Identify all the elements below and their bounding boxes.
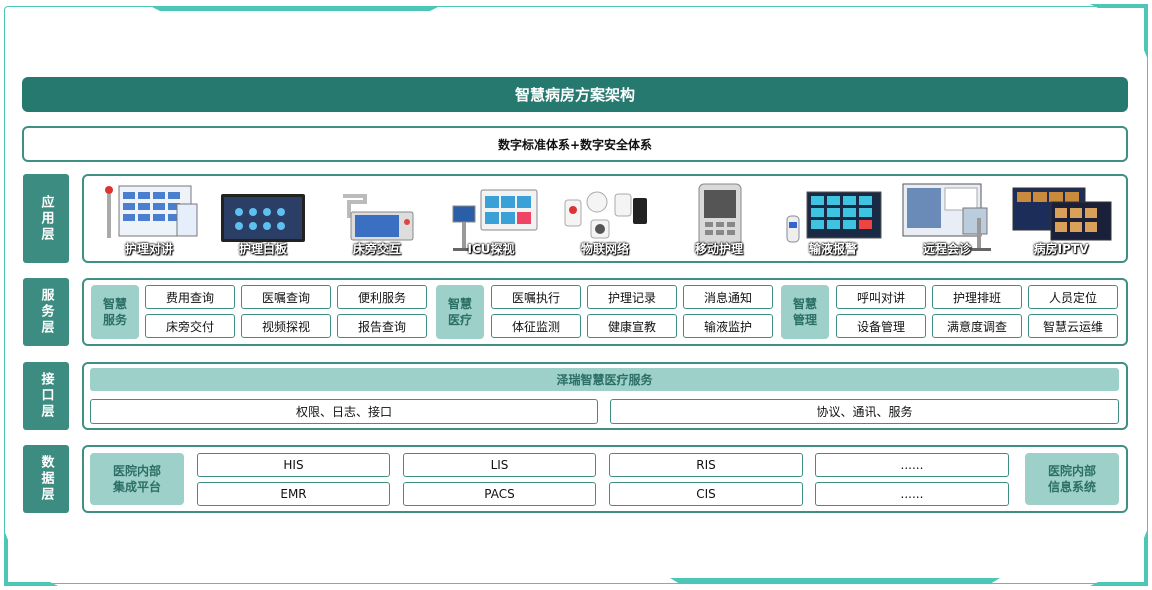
data-system-item[interactable]: ...... [815, 482, 1009, 506]
app-ward-iptv[interactable]: 病房IPTV [1009, 178, 1113, 258]
service-item[interactable]: 费用查询 [145, 285, 235, 309]
data-layer-label: 数据层 [23, 445, 69, 513]
service-item[interactable]: 床旁交付 [145, 314, 235, 338]
service-item[interactable]: 呼叫对讲 [836, 285, 926, 309]
app-label: 移动护理 [694, 242, 743, 256]
infusion-alarm-icon [786, 191, 882, 243]
service-item[interactable]: 消息通知 [683, 285, 773, 309]
standards-bar: 数字标准体系+数字安全体系 [22, 126, 1128, 162]
service-item[interactable]: 体征监测 [491, 314, 581, 338]
app-infusion-alarm[interactable]: 输液报警 [781, 178, 885, 258]
data-system-item[interactable]: CIS [609, 482, 803, 506]
integration-platform-tag: 医院内部集成平台 [90, 453, 184, 505]
service-item[interactable]: 医嘱执行 [491, 285, 581, 309]
iot-devices-icon [564, 191, 647, 239]
app-icu-visit[interactable]: ICU探视 [439, 178, 543, 258]
service-item[interactable]: 输液监护 [683, 314, 773, 338]
remote-consultation-icon [902, 183, 991, 251]
data-system-item[interactable]: ...... [815, 453, 1009, 477]
management-group-tag: 智慧管理 [781, 285, 829, 339]
service-item[interactable]: 满意度调查 [932, 314, 1022, 338]
interface-layer-label: 接口层 [23, 362, 69, 430]
data-layer [82, 445, 1128, 513]
service-item[interactable]: 护理排班 [932, 285, 1022, 309]
app-label: 病房IPTV [1033, 242, 1089, 256]
nursing-whiteboard-icon [221, 194, 305, 242]
information-system-tag: 医院内部信息系统 [1025, 453, 1119, 505]
app-label: 床旁交互 [352, 242, 401, 256]
service-item[interactable]: 人员定位 [1028, 285, 1118, 309]
icu-visit-cart-icon [452, 189, 538, 251]
service-item[interactable]: 护理记录 [587, 285, 677, 309]
interface-protocol-comm[interactable]: 协议、通讯、服务 [610, 399, 1119, 424]
data-system-item[interactable]: HIS [197, 453, 390, 477]
data-system-item[interactable]: LIS [403, 453, 596, 477]
data-system-item[interactable]: PACS [403, 482, 596, 506]
app-label: 护理对讲 [124, 242, 173, 256]
interface-permission-log[interactable]: 权限、日志、接口 [90, 399, 598, 424]
service-item[interactable]: 医嘱查询 [241, 285, 331, 309]
app-bedside[interactable]: 床旁交互 [325, 178, 429, 258]
data-system-item[interactable]: RIS [609, 453, 803, 477]
service-item[interactable]: 健康宣教 [587, 314, 677, 338]
app-label: 远程会诊 [922, 242, 971, 256]
service-item[interactable]: 设备管理 [836, 314, 926, 338]
app-label: 物联网络 [580, 242, 629, 256]
page-title: 智慧病房方案架构 [22, 77, 1128, 112]
bedside-terminal-icon [343, 194, 414, 241]
app-mobile-nursing[interactable]: 移动护理 [667, 178, 771, 258]
interface-layer [82, 362, 1128, 430]
app-nurse-call[interactable]: 护理对讲 [97, 178, 201, 258]
ward-iptv-icon [1012, 187, 1112, 241]
app-layer: 护理对讲 护理白板 床旁交互 [82, 174, 1128, 263]
service-item[interactable]: 报告查询 [337, 314, 427, 338]
medical-group-tag: 智慧医疗 [436, 285, 484, 339]
data-system-item[interactable]: EMR [197, 482, 390, 506]
service-layer [82, 278, 1128, 346]
app-label: 输液报警 [808, 242, 857, 256]
app-label: ICU探视 [467, 242, 515, 256]
app-layer-label: 应用层 [23, 174, 69, 263]
app-remote-consult[interactable]: 远程会诊 [895, 178, 999, 258]
nurse-call-screen-icon [105, 185, 198, 238]
service-item[interactable]: 便利服务 [337, 285, 427, 309]
app-whiteboard[interactable]: 护理白板 [211, 178, 315, 258]
service-item[interactable]: 智慧云运维 [1028, 314, 1118, 338]
service-layer-label: 服务层 [23, 278, 69, 346]
mobile-pda-icon [698, 183, 742, 247]
service-platform-bar: 泽瑞智慧医疗服务 [90, 368, 1119, 391]
app-label: 护理白板 [238, 242, 287, 256]
service-item[interactable]: 视频探视 [241, 314, 331, 338]
service-group-tag: 智慧服务 [91, 285, 139, 339]
app-iot[interactable]: 物联网络 [553, 178, 657, 258]
outer-frame [4, 6, 1148, 584]
